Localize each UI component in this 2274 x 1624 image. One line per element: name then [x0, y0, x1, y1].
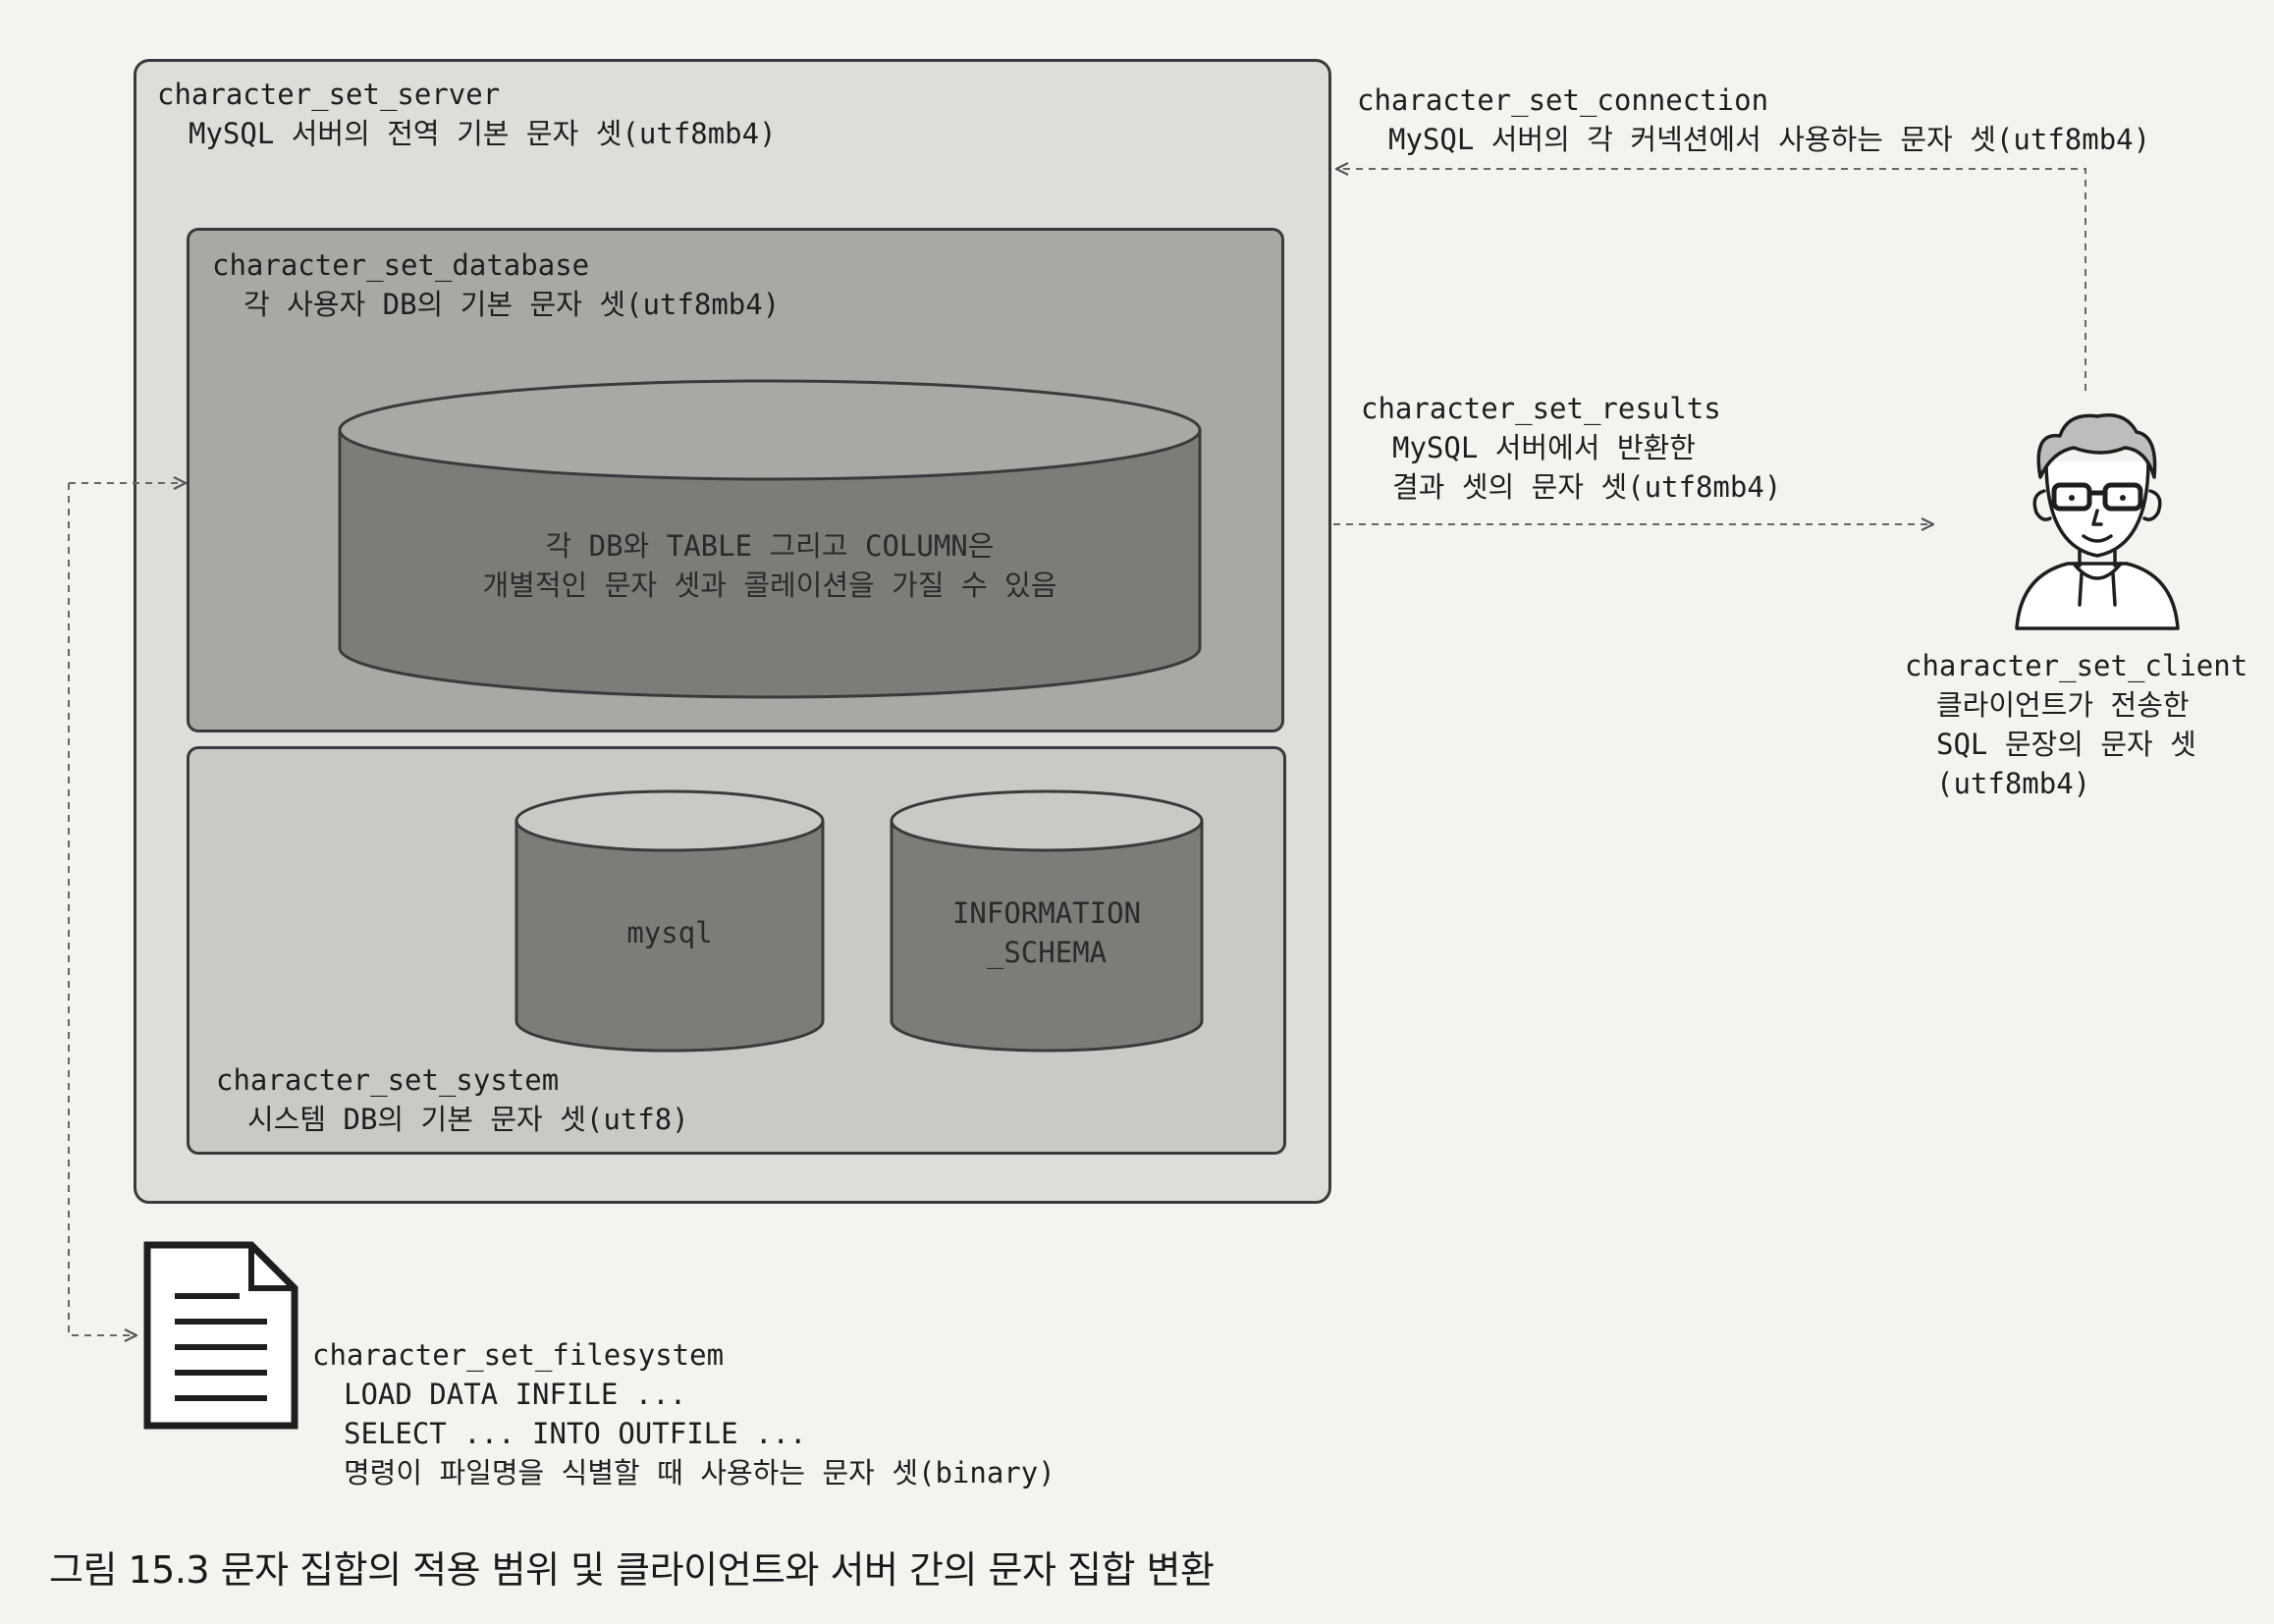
information-schema-line1: INFORMATION — [951, 896, 1142, 930]
system-name: character_set_system — [216, 1063, 560, 1097]
client-name: character_set_client — [1905, 649, 2248, 682]
database-cylinder-line1: 각 DB와 TABLE 그리고 COLUMN은 — [545, 529, 995, 563]
developer-with-glasses-icon — [2015, 413, 2180, 630]
filesystem-label: character_set_filesystem LOAD DATA INFIL… — [312, 1335, 1056, 1492]
information-schema-cylinder — [890, 789, 1204, 1053]
client-desc-line1: 클라이언트가 전송한 — [1936, 688, 2190, 723]
database-cylinder — [338, 379, 1202, 699]
server-desc: MySQL 서버의 전역 기본 문자 셋(utf8mb4) — [189, 117, 777, 151]
connection-label: character_set_connection MySQL 서버의 각 커넥션… — [1357, 81, 2150, 159]
filesystem-line3: 명령이 파일명을 식별할 때 사용하는 문자 셋(binary) — [344, 1456, 1056, 1490]
server-name: character_set_server — [157, 78, 501, 111]
filesystem-bracket-line — [68, 483, 135, 1335]
client-desc-line2: SQL 문장의 문자 셋 — [1936, 728, 2196, 762]
client-label: character_set_client 클라이언트가 전송한 SQL 문장의 … — [1905, 646, 2247, 803]
database-name: character_set_database — [212, 248, 590, 282]
figure-caption: 그림 15.3 문자 집합의 적용 범위 및 클라이언트와 서버 간의 문자 집… — [49, 1548, 1215, 1592]
client-desc-line3: (utf8mb4) — [1936, 767, 2091, 801]
filesystem-line1: LOAD DATA INFILE ... — [344, 1378, 687, 1412]
mysql-db-name: mysql — [626, 916, 713, 949]
document-icon — [143, 1241, 298, 1430]
mysql-db-label: mysql — [516, 913, 823, 952]
information-schema-label: INFORMATION _SCHEMA — [892, 893, 1202, 972]
database-label: character_set_database 각 사용자 DB의 기본 문자 셋… — [212, 245, 780, 324]
database-desc: 각 사용자 DB의 기본 문자 셋(utf8mb4) — [244, 288, 781, 322]
results-name: character_set_results — [1361, 392, 1721, 425]
system-label: character_set_system 시스템 DB의 기본 문자 셋(utf… — [216, 1060, 689, 1139]
connection-name: character_set_connection — [1357, 83, 1769, 117]
database-cylinder-text: 각 DB와 TABLE 그리고 COLUMN은 개별적인 문자 셋과 콜레이션을… — [340, 526, 1200, 605]
results-label: character_set_results MySQL 서버에서 반환한 결과 … — [1361, 389, 1781, 507]
database-cylinder-line2: 개별적인 문자 셋과 콜레이션을 가질 수 있음 — [482, 568, 1057, 603]
server-label: character_set_server MySQL 서버의 전역 기본 문자 … — [157, 75, 777, 153]
filesystem-line2: SELECT ... INTO OUTFILE ... — [344, 1417, 807, 1451]
connection-desc: MySQL 서버의 각 커넥션에서 사용하는 문자 셋(utf8mb4) — [1388, 123, 2151, 157]
system-desc: 시스템 DB의 기본 문자 셋(utf8) — [247, 1103, 689, 1137]
results-desc-line1: MySQL 서버에서 반환한 — [1392, 431, 1696, 465]
filesystem-name: character_set_filesystem — [312, 1338, 725, 1372]
results-desc-line2: 결과 셋의 문자 셋(utf8mb4) — [1392, 470, 1782, 505]
connection-arrow — [1337, 169, 2086, 391]
information-schema-line2: _SCHEMA — [986, 936, 1108, 970]
mysql-db-cylinder — [514, 789, 825, 1053]
